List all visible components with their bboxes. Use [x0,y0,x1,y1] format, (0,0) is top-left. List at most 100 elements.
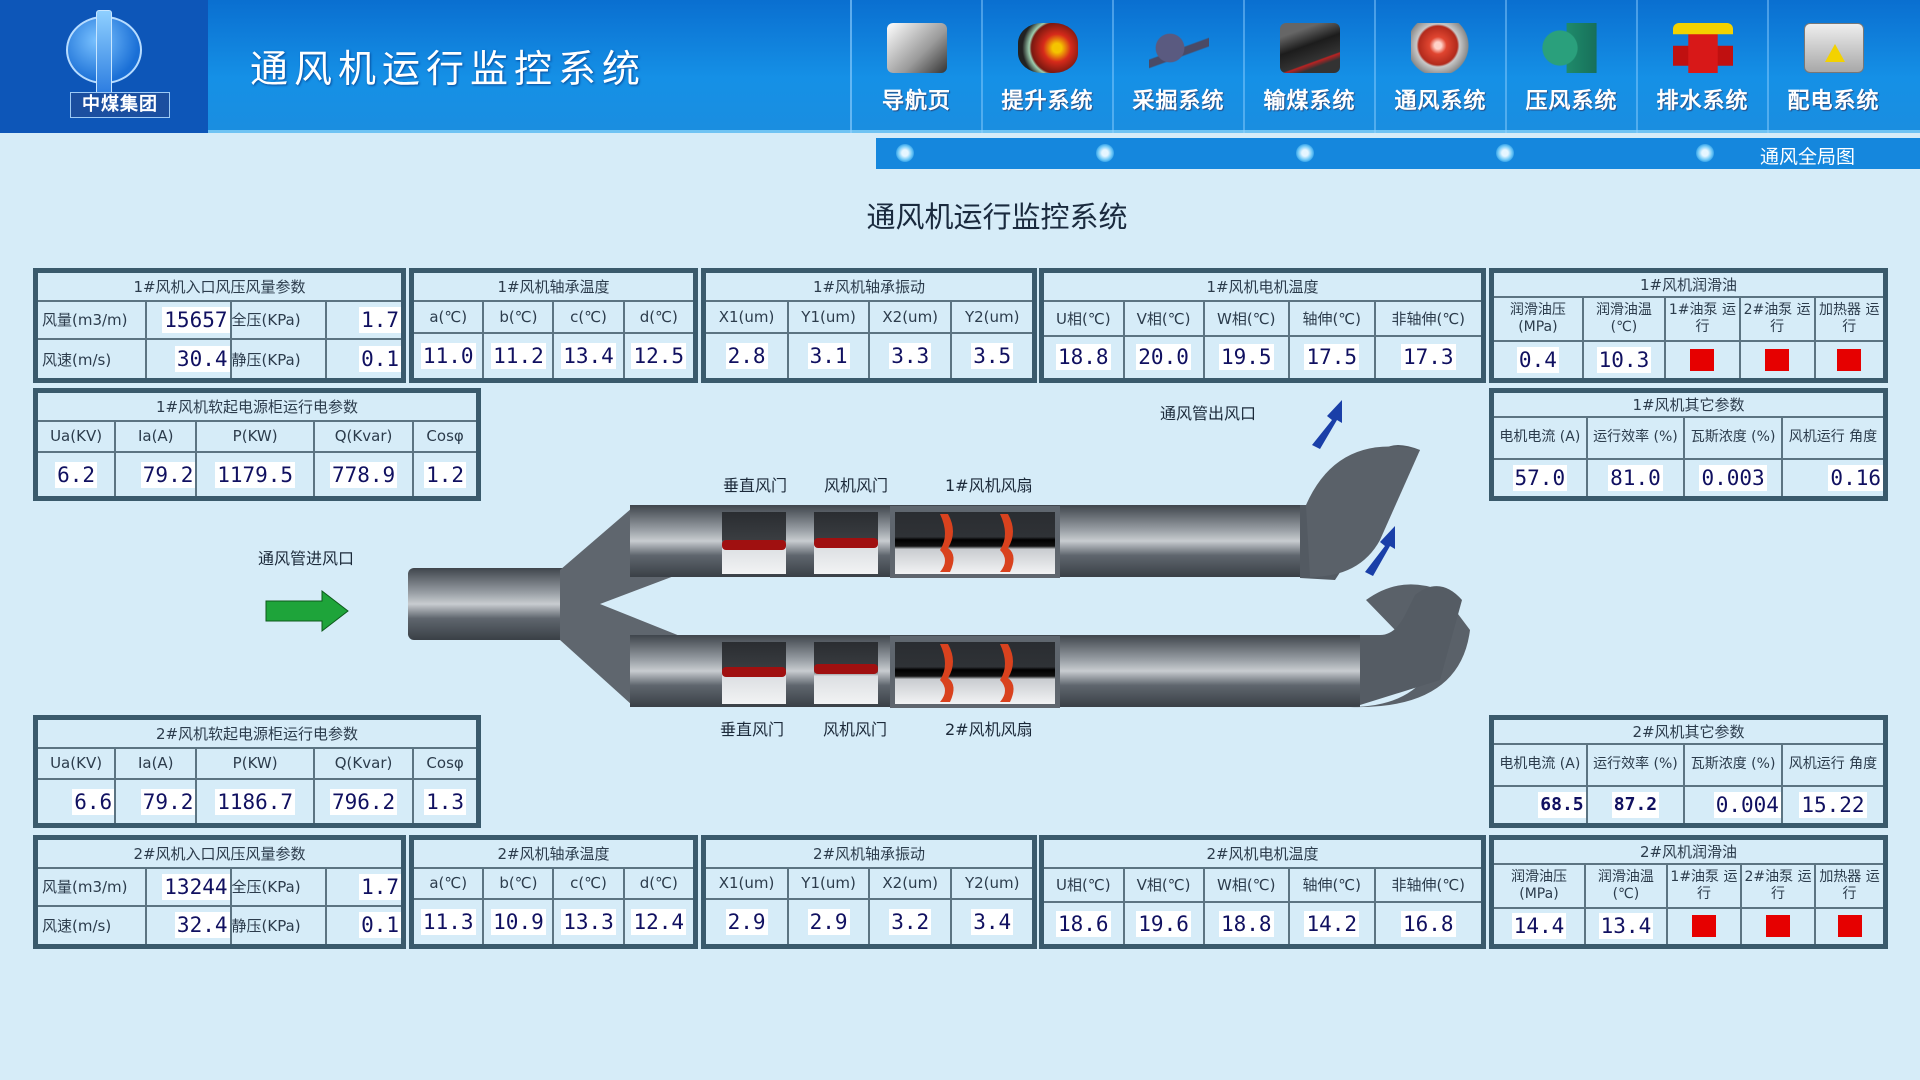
nav-dot-icon[interactable] [896,144,914,162]
nav-label: 通风系统 [1394,89,1487,114]
col-header: U相(℃) [1040,866,1125,904]
nav-dot-icon[interactable] [1496,144,1514,162]
col-header: X1(um) [702,299,790,334]
col-header: 1#油泵 运 行 [1664,295,1741,342]
panel-title: 2#风机润滑油 [1490,836,1887,865]
col-header: U相(℃) [1040,299,1125,337]
fan1-softstart-panel: 1#风机软起电源柜运行电参数 Ua(KV) Ia(A) P(KW) Q(Kvar… [33,388,481,501]
fan-icon [1410,23,1471,73]
col-header: 运行效率 (%) [1585,742,1686,787]
nav-power-distribution-system[interactable]: 配电系统 [1767,0,1898,133]
bearing-temp-a: 11.3 [420,909,476,936]
fan1-vertical-damper-label: 垂直风门 [723,476,788,495]
fan1-fan-damper-label: 风机风门 [824,476,889,495]
static-pressure-label: 静压(KPa) [229,338,327,382]
current-ia-value: 79.2 [140,788,196,815]
nav-dot-icon[interactable] [1096,144,1114,162]
vibration-y2: 3.5 [971,342,1014,369]
col-header: 加热器 运 行 [1813,295,1887,342]
col-header: d(℃) [622,299,697,334]
col-header: 瓦斯浓度 (%) [1683,742,1783,787]
efficiency-value: 87.2 [1611,791,1660,818]
motor-temp-nonshaft: 16.8 [1400,910,1456,937]
col-header: X1(um) [702,866,790,901]
nav-dot-icon[interactable] [1296,144,1314,162]
motor-temp-u: 18.6 [1056,910,1111,937]
outlet-arrow-icon [1365,526,1395,576]
panel-title: 2#风机入口风压风量参数 [34,836,405,869]
outlet-label: 通风管出风口 [1160,404,1257,423]
col-header: 润滑油压 (MPa) [1490,862,1586,909]
vibration-y1: 3.1 [807,342,850,369]
inlet-label: 通风管进风口 [258,549,355,568]
panel-title: 1#风机轴承振动 [702,269,1036,302]
fan2-lube-oil-panel: 2#风机润滑油 润滑油压 (MPa) 润滑油温 (℃) 1#油泵 运 行 2#油… [1489,835,1888,949]
col-header: 风机运行 角度 [1780,415,1887,460]
total-pressure-value: 1.7 [359,873,401,900]
fan2-fan-damper-label: 风机风门 [823,720,888,739]
motor-temp-w: 19.5 [1218,344,1274,371]
col-header: d(℃) [622,866,697,901]
col-header: W相(℃) [1202,299,1290,337]
fan1-impeller-label: 1#风机风扇 [945,476,1033,495]
power-factor-value: 1.3 [424,788,467,815]
col-header: 润滑油温 (℃) [1583,862,1668,909]
col-header: V相(℃) [1122,299,1205,337]
nav-coal-conveying-system[interactable]: 输煤系统 [1243,0,1374,133]
col-header: V相(℃) [1122,866,1205,904]
panel-title: 1#风机轴承温度 [410,269,697,302]
col-header: 电机电流 (A) [1490,415,1588,460]
col-header: b(℃) [482,866,555,901]
motor-temp-v: 19.6 [1136,910,1191,937]
panel-title: 2#风机轴承温度 [410,836,697,869]
col-header: 非轴伸(℃) [1373,299,1485,337]
header-bar: 中煤集团 通风机运行监控系统 导航页 提升系统 采掘系统 输煤系统 通风系统 压… [0,0,1920,133]
fan-angle-value: 0.16 [1828,464,1883,491]
panel-title: 1#风机入口风压风量参数 [34,269,405,302]
panel-title: 1#风机软起电源柜运行电参数 [34,389,480,422]
col-header: b(℃) [482,299,555,334]
nav-ventilation-system[interactable]: 通风系统 [1374,0,1505,133]
bearing-temp-d: 12.4 [631,909,687,936]
col-header: 运行效率 (%) [1585,415,1686,460]
col-header: W相(℃) [1202,866,1290,904]
nav-label: 输煤系统 [1263,89,1356,114]
panel-title: 2#风机轴承振动 [702,836,1036,869]
panel-title: 2#风机其它参数 [1490,716,1887,745]
bearing-temp-c: 13.4 [561,342,616,369]
col-header: a(℃) [410,866,485,901]
motor-temp-nonshaft: 17.3 [1400,344,1456,371]
nav-hoist-system[interactable]: 提升系统 [981,0,1112,133]
nav-excavation-system[interactable]: 采掘系统 [1112,0,1243,133]
bearing-temp-a: 11.0 [420,342,476,369]
fan2-bearing-temp-panel: 2#风机轴承温度 a(℃) b(℃) c(℃) d(℃) 11.3 10.9 1… [409,835,698,949]
ventilation-overview-link[interactable]: 通风全局图 [1760,146,1856,168]
oil-pump2-status-indicator [1766,915,1791,938]
fan1-inlet-panel: 1#风机入口风压风量参数 风量(m3/m) 15657 全压(KPa) 1.7 … [33,268,406,383]
voltage-ua-value: 6.6 [72,788,115,815]
col-header: c(℃) [552,866,625,901]
airflow-value: 13244 [162,873,230,900]
active-power-value: 1179.5 [215,461,296,488]
col-header: 非轴伸(℃) [1373,866,1485,904]
col-header: 2#油泵 运 行 [1739,862,1817,909]
sub-nav-bar: 通风全局图 [876,138,1920,169]
col-header: Y1(um) [787,299,870,334]
nav-home[interactable]: 导航页 [850,0,981,133]
col-header: P(KW) [195,419,315,453]
wind-speed-value: 32.4 [174,912,230,939]
col-header: Ia(A) [114,419,198,453]
nav-compressed-air-system[interactable]: 压风系统 [1505,0,1636,133]
bearing-temp-b: 11.2 [491,342,546,369]
nav-dot-icon[interactable] [1696,144,1714,162]
vibration-x2: 3.2 [889,909,932,936]
panel-title: 1#风机其它参数 [1490,389,1887,418]
lube-pressure-value: 0.4 [1516,346,1559,373]
static-pressure-label: 静压(KPa) [229,904,327,948]
total-pressure-label: 全压(KPa) [229,299,327,341]
voltage-ua-value: 6.2 [55,461,98,488]
nav-drainage-system[interactable]: 排水系统 [1636,0,1767,133]
panel-title: 1#风机电机温度 [1040,269,1485,302]
col-header: 轴伸(℃) [1287,299,1376,337]
col-header: 电机电流 (A) [1490,742,1588,787]
